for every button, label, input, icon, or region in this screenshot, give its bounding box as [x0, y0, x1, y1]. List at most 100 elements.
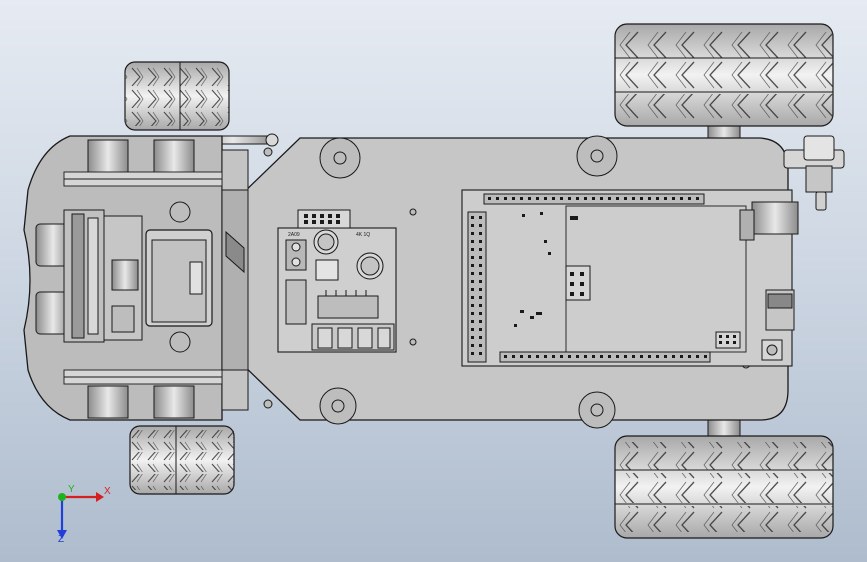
plate-mounting-holes [263, 135, 751, 429]
y-axis-label: Y [68, 484, 75, 495]
header-pin [648, 355, 651, 358]
z-axis-label: Z [58, 534, 64, 545]
header-pin [552, 355, 555, 358]
header-pin [471, 256, 474, 259]
header-pin [479, 272, 482, 275]
header-pin [471, 320, 474, 323]
ultrasonic-sensor [35, 209, 105, 343]
header-pin [544, 197, 547, 200]
header-pin [536, 355, 539, 358]
header-pin [479, 232, 482, 235]
header-pin [696, 355, 699, 358]
header-pin [479, 336, 482, 339]
header-pin [624, 355, 627, 358]
header-pin [479, 248, 482, 251]
header-pin [664, 355, 667, 358]
header-pin [648, 197, 651, 200]
header-pin [471, 288, 474, 291]
rear-wheel-bottom [614, 417, 834, 539]
header-pin [471, 336, 474, 339]
header-pin [544, 355, 547, 358]
header-pin [471, 296, 474, 299]
header-pin [688, 197, 691, 200]
driver-header-label-right: 4K 1Q [356, 232, 370, 238]
header-pin [608, 355, 611, 358]
header-pin [600, 355, 603, 358]
x-axis-label: X [104, 486, 111, 497]
header-pin [471, 352, 474, 355]
header-pin [471, 312, 474, 315]
front-wheel-top [124, 61, 230, 131]
header-pin [479, 256, 482, 259]
battery-holder [145, 229, 213, 327]
header-pin [471, 304, 474, 307]
header-pin [479, 216, 482, 219]
header-pin [680, 355, 683, 358]
header-pin [479, 352, 482, 355]
rear-wheel-top [614, 23, 834, 143]
front-wheel-bottom [129, 425, 235, 495]
header-pin [696, 197, 699, 200]
power-switch [783, 135, 845, 211]
header-pin [680, 197, 683, 200]
coordinate-triad: X Y Z [57, 484, 111, 545]
header-pin [672, 355, 675, 358]
power-jack [761, 289, 795, 361]
header-pin [624, 197, 627, 200]
driver-header-label-left: 2A09 [288, 232, 300, 238]
header-pin [471, 264, 474, 267]
header-pin [479, 264, 482, 267]
header-pin [640, 197, 643, 200]
header-pin [479, 224, 482, 227]
header-pin [560, 355, 563, 358]
header-pin [479, 304, 482, 307]
header-pin [632, 197, 635, 200]
header-pin [479, 328, 482, 331]
header-pin [560, 197, 563, 200]
header-pin [664, 197, 667, 200]
motor-driver-board: 2A09 4K 1Q [277, 209, 397, 353]
header-pin [592, 197, 595, 200]
header-pin [479, 312, 482, 315]
header-pin [656, 355, 659, 358]
header-pin [592, 355, 595, 358]
header-pin [552, 197, 555, 200]
header-pin [512, 355, 515, 358]
header-pin [688, 355, 691, 358]
header-pin [479, 240, 482, 243]
front-motors [87, 139, 195, 419]
servo-mount [103, 201, 191, 353]
header-pin [608, 197, 611, 200]
header-pin [568, 197, 571, 200]
header-pin [528, 197, 531, 200]
header-pin [640, 355, 643, 358]
header-pin [471, 272, 474, 275]
header-pin [471, 232, 474, 235]
header-pin [512, 197, 515, 200]
header-pin [584, 355, 587, 358]
header-pin [584, 197, 587, 200]
header-pin [471, 240, 474, 243]
header-pin [520, 355, 523, 358]
controller-board [461, 189, 793, 367]
header-pin [576, 355, 579, 358]
header-pin [504, 355, 507, 358]
header-pin [471, 328, 474, 331]
header-pin [504, 197, 507, 200]
header-pin [479, 296, 482, 299]
header-pin [488, 197, 491, 200]
header-pin [479, 280, 482, 283]
header-pin [471, 344, 474, 347]
header-pin [471, 224, 474, 227]
header-pin [632, 355, 635, 358]
header-pin [471, 216, 474, 219]
header-pin [479, 288, 482, 291]
header-pin [704, 355, 707, 358]
header-pin [576, 197, 579, 200]
header-pin [479, 344, 482, 347]
header-pin [656, 197, 659, 200]
header-pin [471, 280, 474, 283]
usb-jack [739, 201, 799, 241]
